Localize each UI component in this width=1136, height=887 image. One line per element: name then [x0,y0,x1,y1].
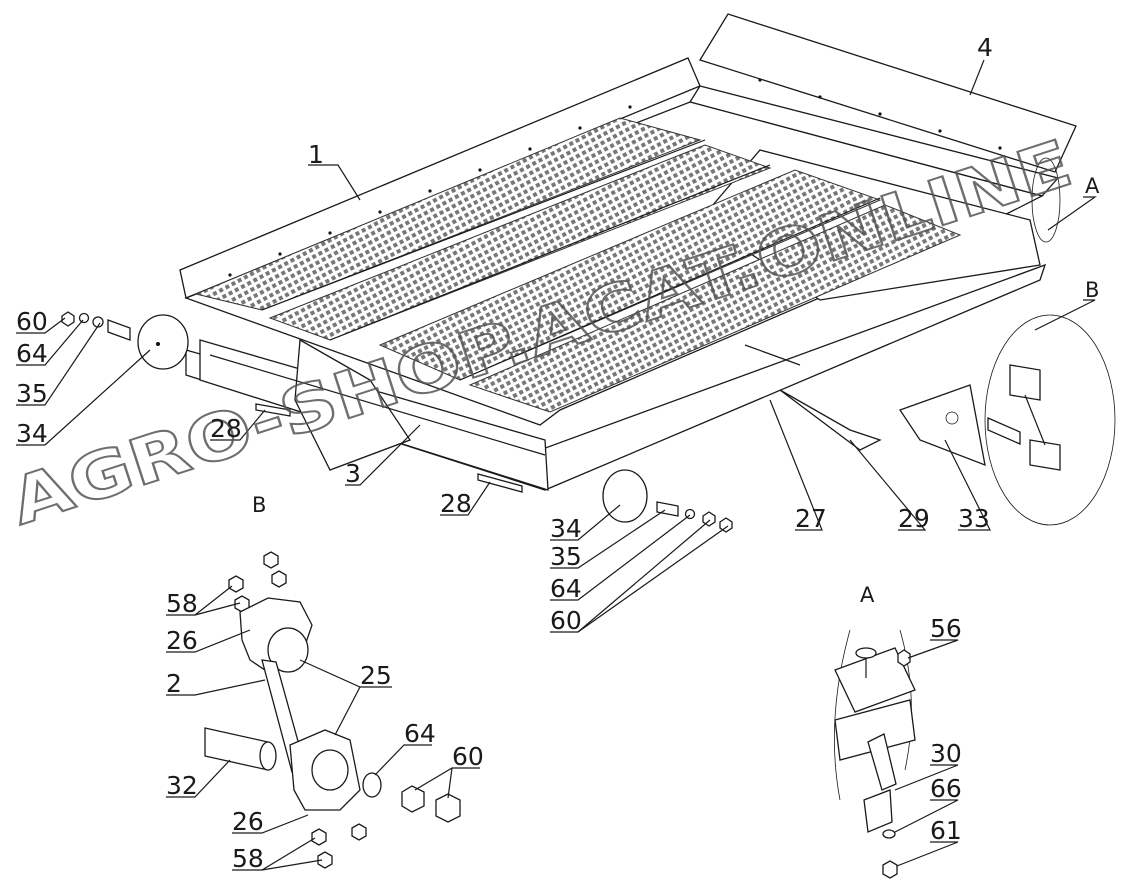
nut-58-bottom-3 [351,823,367,841]
nut-60-left [61,311,75,327]
rear-cover-panel [699,13,1077,173]
view-label-a-main: A [1085,174,1100,198]
callout-34-left: 34 [16,419,48,448]
callout-66: 66 [930,774,962,803]
nut-60-right-a [702,511,716,527]
bracket-30 [867,733,897,791]
tube-32-end [259,741,277,771]
view-a-marker [1031,157,1061,243]
detail-a-rail [834,699,916,761]
pin-28-right [477,473,523,493]
bearing-25-bottom [311,749,349,791]
nut-60-detail-1 [401,785,425,813]
drive-shaft [744,344,801,366]
callout-27: 27 [795,504,827,533]
callout-60-detail: 60 [452,742,484,771]
callout-30: 30 [930,739,962,768]
pin-28-left [255,403,291,417]
nut-60-detail-2 [435,793,461,823]
callout-33: 33 [958,504,990,533]
detail-a-outline-left [833,629,851,801]
bearing-25-top [267,627,309,673]
view-label-b-main: B [1085,278,1099,302]
callout-28-right: 28 [440,489,472,518]
callout-56: 56 [930,614,962,643]
nut-61 [882,860,898,879]
view-b-bubble [984,314,1116,526]
bushing-35-left [107,319,131,341]
nut-60-right-b [719,517,733,533]
lever-plate [779,389,882,451]
sieve-assembly [61,13,1116,533]
left-shaft-parts [61,311,189,370]
view-b-link [1024,394,1046,446]
sieve-mesh-2 [268,144,772,341]
view-label-b-left: B [252,493,266,517]
callout-2: 2 [166,669,182,698]
divider-slat-1 [261,139,706,311]
nut-58-top-3 [271,570,287,588]
callout-29: 29 [898,504,930,533]
nut-58-top-1 [228,575,244,593]
callout-1: 1 [308,140,324,169]
callout-26-top: 26 [166,626,198,655]
callout-58-bottom: 58 [232,844,264,873]
tube-32 [204,727,269,771]
view-label-a-detail: A [860,583,875,607]
hopper [294,338,411,471]
bracket-30-foot [863,789,893,833]
divider-slat-2 [329,164,771,341]
callout-64-right: 64 [550,574,582,603]
nut-58-bottom-2 [317,851,333,869]
sieve-mesh-3 [378,169,882,381]
disc-34-right [602,469,648,523]
nut-58-bottom-1 [311,828,327,846]
mounting-plate-hole [945,411,959,425]
callout-60-right: 60 [550,606,582,635]
sieve-mesh-4 [468,204,962,413]
leader-lines [16,59,1097,871]
callout-32: 32 [166,771,198,800]
callout-34-right: 34 [550,514,582,543]
rail-bolt-holes [228,78,1002,277]
detail-b-assembly [204,551,461,869]
view-b-bracket-bottom [1029,439,1061,471]
right-shaft-parts [602,469,733,533]
divider-slat-3 [459,197,881,381]
callout-26-bottom: 26 [232,807,264,836]
disc-34-left [137,314,189,370]
callout-60-left: 60 [16,307,48,336]
nut-58-top-2 [263,551,279,569]
view-b-outline [984,314,1116,526]
detail-a-assembly [833,629,916,879]
callout-64-left: 64 [16,339,48,368]
callout-58-top: 58 [166,589,198,618]
bolt-56-head [855,647,877,659]
callout-25: 25 [360,661,392,690]
washer-64-detail [362,772,382,798]
washer-66 [882,829,896,839]
sieve-mesh-1 [194,117,702,311]
view-b-tube [987,417,1021,445]
washer-64-left [78,312,90,324]
nut-56 [897,649,911,667]
mounting-plate [898,384,986,467]
callout-35-right: 35 [550,542,582,571]
front-axle [209,354,546,456]
callout-35-left: 35 [16,379,48,408]
detail-a-outline-right [899,629,912,771]
view-b-bracket-top [1009,364,1041,401]
callout-61: 61 [930,816,962,845]
callout-4: 4 [977,33,993,62]
callout-28-left: 28 [210,414,242,443]
callout-64-detail: 64 [404,719,436,748]
callout-3: 3 [345,459,361,488]
